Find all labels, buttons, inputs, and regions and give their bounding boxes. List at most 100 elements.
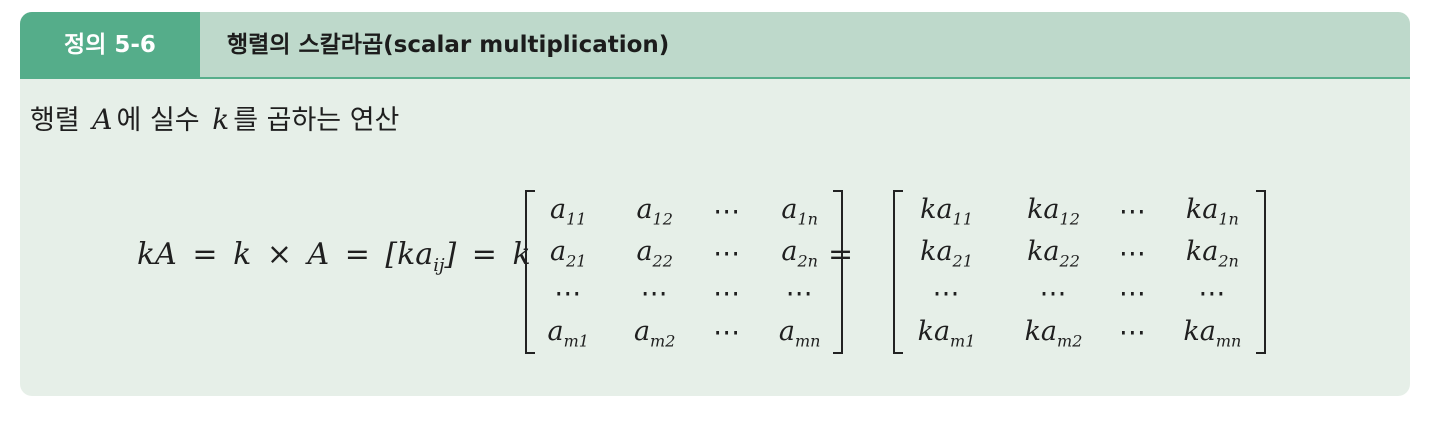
- matrix-a-entry-index: m2: [650, 331, 676, 351]
- matrix-ka-entry-base: ⋯: [1118, 237, 1147, 269]
- matrix-a-entry-base: a: [636, 193, 653, 225]
- matrix-a-entry: am1: [525, 312, 611, 354]
- matrix-a-entry-base: ⋯: [713, 237, 742, 269]
- matrix-ka-entry: ⋯: [1000, 274, 1107, 312]
- lhs-A: A: [307, 237, 330, 272]
- desc-var-k: k: [212, 103, 230, 136]
- desc-text-2: 에 실수: [116, 105, 200, 136]
- matrix-ka-entry: ka2n: [1159, 232, 1266, 274]
- matrix-ka-entry-base: ka: [1027, 193, 1060, 225]
- matrix-a-right-bracket: [833, 190, 843, 354]
- matrix-ka-entry: kamn: [1159, 312, 1266, 354]
- definition-badge: 정의 5-6: [20, 12, 200, 79]
- matrix-ka-entry: kam2: [1000, 312, 1107, 354]
- matrix-a-entry: a11: [525, 190, 611, 232]
- matrix-a-entry: ⋯: [611, 274, 697, 312]
- matrix-ka-entry-base: ka: [1027, 235, 1060, 267]
- matrix-a-entry: am2: [611, 312, 697, 354]
- matrix-ka-entry: ⋯: [893, 274, 1000, 312]
- matrix-a-entry-base: ⋯: [785, 277, 814, 309]
- definition-title: 행렬의 스칼라곱(scalar multiplication): [227, 32, 670, 58]
- desc-text-3: 를 곱하는 연산: [233, 105, 400, 136]
- matrix-ka-entry-index: 1n: [1218, 209, 1239, 229]
- matrix-a-entry-base: a: [781, 193, 798, 225]
- matrix-a-row: ⋯ ⋯ ⋯ ⋯: [525, 274, 843, 312]
- matrix-a-entry-index: 1n: [797, 209, 818, 229]
- matrix-a-entry-base: a: [778, 315, 795, 347]
- matrix-a-entry: ⋯: [525, 274, 611, 312]
- lhs-ij: ij: [433, 255, 445, 276]
- matrix-a-entry-index: 2n: [797, 251, 818, 271]
- matrix-ka-entry-base: ⋯: [1118, 195, 1147, 227]
- matrix-ka-entry-index: 11: [952, 209, 973, 229]
- matrix-a-entry-base: a: [633, 315, 651, 347]
- matrix-ka-entry-base: ⋯: [1118, 317, 1147, 349]
- matrix-ka-entry: kam1: [893, 312, 1000, 354]
- matrix-ka-entry: ka12: [1000, 190, 1107, 232]
- matrix-a-entry-base: ⋯: [640, 277, 669, 309]
- matrix-a-entry: ⋯: [698, 274, 756, 312]
- matrix-ka-row: ⋯⋯⋯⋯: [893, 274, 1266, 312]
- lhs-ka: [ka: [385, 237, 434, 272]
- matrix-a-entry-base: ⋯: [713, 195, 742, 227]
- matrix-a-entry: a1n: [756, 190, 843, 232]
- definition-box: 정의 5-6 행렬의 스칼라곱(scalar multiplication): [20, 12, 1410, 396]
- matrix-a-entry-index: 11: [566, 209, 587, 229]
- matrix-a-entry-base: ⋯: [554, 277, 583, 309]
- matrix-a-left-bracket: [525, 190, 535, 354]
- matrix-a-entry-base: a: [549, 193, 567, 225]
- matrix-a-entry: amn: [756, 312, 843, 354]
- matrix-ka-entry-base: ⋯: [1198, 277, 1227, 309]
- matrix-ka-entry-index: 22: [1059, 251, 1080, 271]
- matrix-ka-entry: ⋯: [1107, 232, 1159, 274]
- matrix-ka-entry-index: m2: [1057, 331, 1083, 351]
- matrix-a-entry: a21: [525, 232, 611, 274]
- matrix-a-entry: a12: [611, 190, 697, 232]
- matrix-ka-entry: ⋯: [1107, 190, 1159, 232]
- matrix-ka-entry-index: 21: [952, 251, 973, 271]
- lhs-eq-2: =: [344, 237, 370, 272]
- lhs-kA: kA: [137, 237, 177, 272]
- matrix-a-entry: a22: [611, 232, 697, 274]
- matrix-a-entry-index: 22: [652, 251, 673, 271]
- matrix-ka-entry-index: 2n: [1218, 251, 1239, 271]
- lhs-k: k: [233, 237, 252, 272]
- matrix-ka-entry-base: ka: [1185, 235, 1219, 267]
- matrix-a-entry-base: a: [549, 235, 567, 267]
- matrix-ka-entry-base: ka: [917, 315, 951, 347]
- matrix-ka-entry: ka21: [893, 232, 1000, 274]
- matrix-a-entry: ⋯: [698, 190, 756, 232]
- matrix-ka-entry-index: 12: [1059, 209, 1080, 229]
- matrix-ka-entry-base: ka: [1024, 315, 1058, 347]
- definition-header: 정의 5-6 행렬의 스칼라곱(scalar multiplication): [20, 12, 1410, 79]
- matrix-ka-entry-base: ka: [1183, 315, 1216, 347]
- matrix-ka-entry-base: ka: [920, 235, 953, 267]
- matrix-a-entry-base: ⋯: [713, 277, 742, 309]
- matrix-a-entry-index: 12: [652, 209, 673, 229]
- matrix-a-entry: ⋯: [756, 274, 843, 312]
- lhs-times: ×: [266, 237, 292, 272]
- matrix-ka-entry-base: ⋯: [1118, 277, 1147, 309]
- matrix-ka-entry-index: mn: [1215, 331, 1242, 351]
- matrix-ka-entry: ⋯: [1107, 312, 1159, 354]
- matrix-ka-entry: ka22: [1000, 232, 1107, 274]
- desc-text-1: 행렬: [30, 105, 80, 136]
- matrix-a-entry-base: a: [547, 315, 564, 347]
- formula-lhs: kA = k × A = [kaij] = k: [137, 230, 531, 280]
- lhs-close-bracket: ]: [444, 237, 457, 272]
- matrix-a-entry-index: m1: [563, 331, 589, 351]
- matrix-ka-entry: ⋯: [1159, 274, 1266, 312]
- lhs-eq-1: =: [192, 237, 218, 272]
- lhs-eq-3: =: [471, 237, 497, 272]
- matrix-a-entry: ⋯: [698, 312, 756, 354]
